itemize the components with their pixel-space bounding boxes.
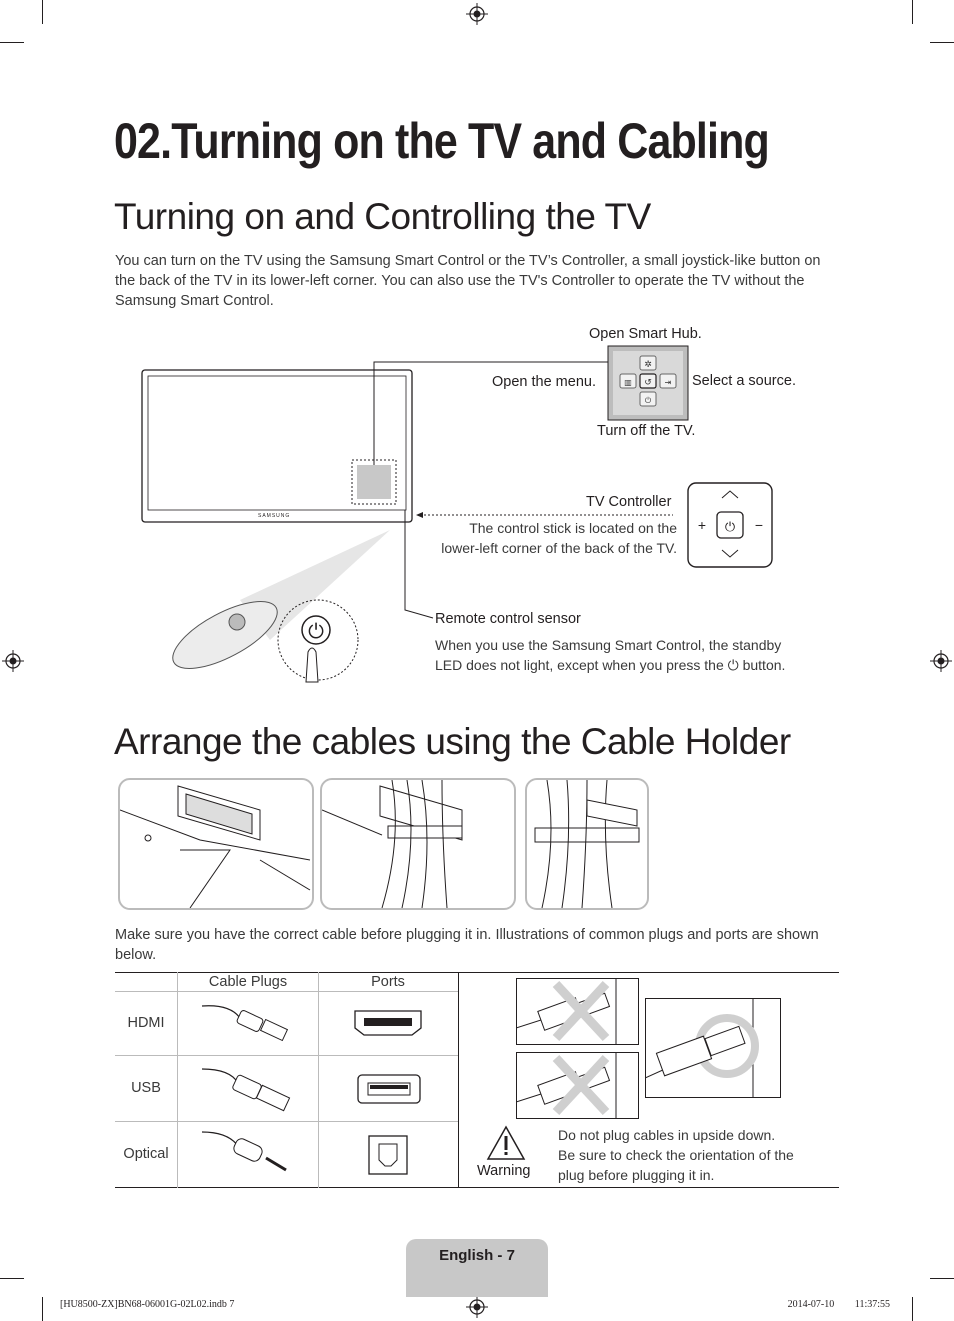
section-heading-cable-holder: Arrange the cables using the Cable Holde… — [114, 721, 791, 762]
page-number-tab — [406, 1239, 548, 1297]
registration-mark-icon — [466, 1296, 488, 1318]
crop-mark — [42, 1297, 43, 1321]
usb-plug-icon — [201, 1068, 291, 1112]
cable-holder-step-1 — [118, 778, 314, 910]
hdmi-plug-icon — [201, 1005, 289, 1042]
crop-mark — [0, 42, 24, 43]
table-col-line — [177, 972, 178, 1188]
tv-controller-title: TV Controller — [586, 494, 672, 510]
optical-port-icon — [368, 1135, 408, 1175]
table-col-line — [318, 972, 319, 1188]
crop-mark — [930, 1278, 954, 1279]
remote-sensor-line2-before: LED does not light, except when you pres… — [435, 657, 724, 673]
warning-line1: Do not plug cables in upside down. — [558, 1127, 776, 1143]
callout-open-smart-hub: Open Smart Hub. — [589, 326, 702, 342]
remote-sensor-line2: LED does not light, except when you pres… — [435, 655, 785, 675]
correct-orientation-illustration — [645, 998, 781, 1098]
crop-mark — [912, 0, 913, 24]
svg-text:⏻: ⏻ — [725, 519, 735, 534]
svg-text:−: − — [755, 517, 763, 533]
svg-text:✲: ✲ — [644, 359, 652, 369]
optical-plug-icon — [201, 1131, 287, 1172]
callout-open-menu: Open the menu. — [492, 374, 596, 390]
crop-mark — [930, 42, 954, 43]
svg-text:⏻: ⏻ — [308, 621, 324, 643]
table-row-usb: USB — [131, 1080, 161, 1096]
crop-mark — [912, 1297, 913, 1321]
tv-controller-diagram: ✲ ▥ ↺ ⇥ ⏻ ⏻ + − ⏻ — [141, 345, 773, 683]
registration-mark-icon — [2, 650, 24, 672]
warning-line3: plug before plugging it in. — [558, 1167, 715, 1183]
cable-holder-detail — [525, 778, 649, 910]
remote-sensor-line2-after: button. — [742, 657, 786, 673]
table-header-ports: Ports — [371, 974, 405, 990]
warning-icon — [486, 1125, 526, 1160]
usb-port-icon — [357, 1074, 421, 1104]
page-number: English - 7 — [439, 1247, 515, 1264]
svg-text:⏻: ⏻ — [645, 396, 652, 405]
tv-brand-logo: SAMSUNG — [258, 513, 291, 519]
wrong-orientation-illustration — [516, 1052, 639, 1119]
callout-turn-off: Turn off the TV. — [597, 423, 696, 439]
table-row-line — [115, 1121, 458, 1122]
crop-mark — [0, 1278, 24, 1279]
registration-mark-icon — [466, 3, 488, 25]
file-slug: [HU8500-ZX]BN68-06001G-02L02.indb 7 — [60, 1299, 235, 1310]
hdmi-port-icon — [354, 1010, 422, 1036]
crop-mark — [42, 0, 43, 24]
remote-sensor-title: Remote control sensor — [435, 611, 581, 627]
table-row-optical: Optical — [123, 1146, 169, 1162]
remote-sensor-line1: When you use the Samsung Smart Control, … — [435, 637, 782, 653]
section2-intro: Make sure you have the correct cable bef… — [115, 927, 819, 963]
section-heading-controlling: Turning on and Controlling the TV — [114, 196, 651, 237]
svg-text:▥: ▥ — [624, 378, 632, 387]
table-row-line — [115, 991, 458, 992]
callout-select-source: Select a source. — [692, 373, 796, 389]
wrong-orientation-illustration — [516, 978, 639, 1045]
tv-controller-line2: lower-left corner of the back of the TV. — [441, 540, 677, 556]
page-title: 02.Turning on the TV and Cabling — [114, 113, 770, 169]
print-timestamp: 2014-07-10 ￿￿ 11:37:55 — [787, 1299, 890, 1310]
table-top-rule — [115, 972, 839, 973]
svg-text:+: + — [698, 517, 706, 533]
warning-label: Warning — [477, 1163, 531, 1179]
table-divider — [458, 972, 459, 1188]
table-row-hdmi: HDMI — [127, 1015, 165, 1031]
warning-line2: Be sure to check the orientation of the — [558, 1147, 794, 1163]
svg-text:⇥: ⇥ — [665, 378, 672, 387]
table-bottom-rule — [115, 1187, 839, 1188]
svg-text:↺: ↺ — [644, 377, 652, 387]
table-row-line — [115, 1055, 458, 1056]
table-header-plugs: Cable Plugs — [208, 974, 288, 990]
section-intro: You can turn on the TV using the Samsung… — [115, 253, 821, 309]
registration-mark-icon — [930, 650, 952, 672]
power-icon: ⏻ — [727, 657, 739, 673]
cable-holder-step-2 — [320, 778, 516, 910]
tv-controller-line1: The control stick is located on the — [469, 520, 677, 536]
